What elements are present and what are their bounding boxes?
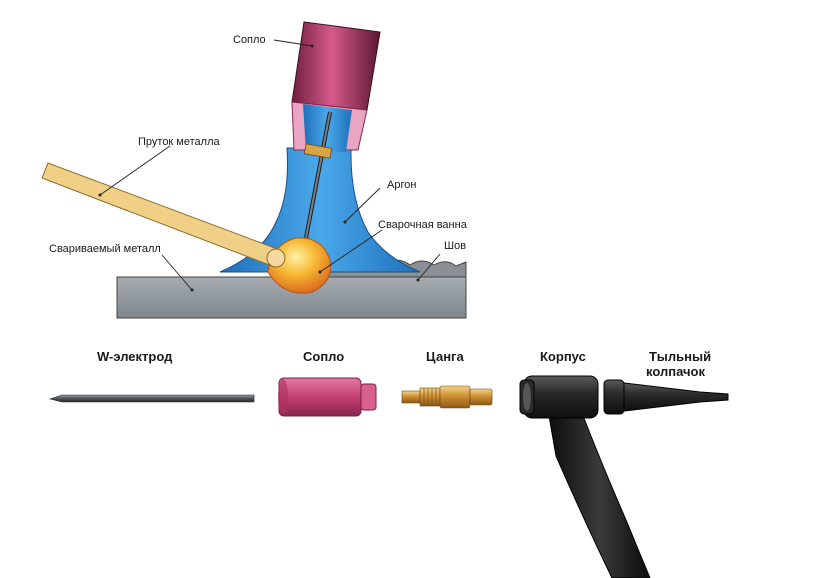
- label-argon: Аргон: [387, 179, 416, 191]
- part-nozzle: [278, 377, 377, 417]
- leader-base-metal: [161, 254, 193, 291]
- filler-rod: [41, 162, 286, 268]
- label-part-electrode: W-электрод: [97, 349, 173, 364]
- label-base-metal: Свариваемый металл: [49, 243, 161, 255]
- weld-pool: [267, 237, 332, 294]
- leader-seam: [417, 253, 441, 281]
- label-seam: Шов: [444, 240, 466, 252]
- label-part-back-cap-line2: колпачок: [646, 364, 705, 379]
- nozzle-top: [291, 21, 381, 111]
- part-electrode: [48, 394, 255, 403]
- label-part-back-cap-line1: Тыльный: [649, 349, 711, 364]
- label-part-nozzle: Сопло: [303, 349, 344, 364]
- leader-argon: [344, 187, 381, 223]
- part-back-cap: [603, 379, 729, 415]
- label-weld-pool: Сварочная ванна: [378, 219, 468, 231]
- label-part-collet: Цанга: [426, 349, 464, 364]
- torch-parts: W-электрод Сопло Цанга Корпус Тыльный ко…: [48, 349, 729, 578]
- collet-inner: [303, 143, 333, 159]
- label-part-body: Корпус: [540, 349, 586, 364]
- welding-cross-section: Сопло Пруток металла Аргон Сварочная ван…: [41, 21, 468, 319]
- label-nozzle: Сопло: [233, 34, 266, 46]
- torch-handle: [547, 407, 651, 578]
- part-collet: [401, 385, 493, 409]
- leader-nozzle: [273, 39, 313, 47]
- leader-filler-rod: [99, 145, 171, 196]
- part-torch-body: [519, 375, 651, 578]
- leader-weld-pool: [319, 229, 383, 273]
- argon-cloud: [219, 147, 421, 273]
- label-filler-rod: Пруток металла: [138, 136, 220, 148]
